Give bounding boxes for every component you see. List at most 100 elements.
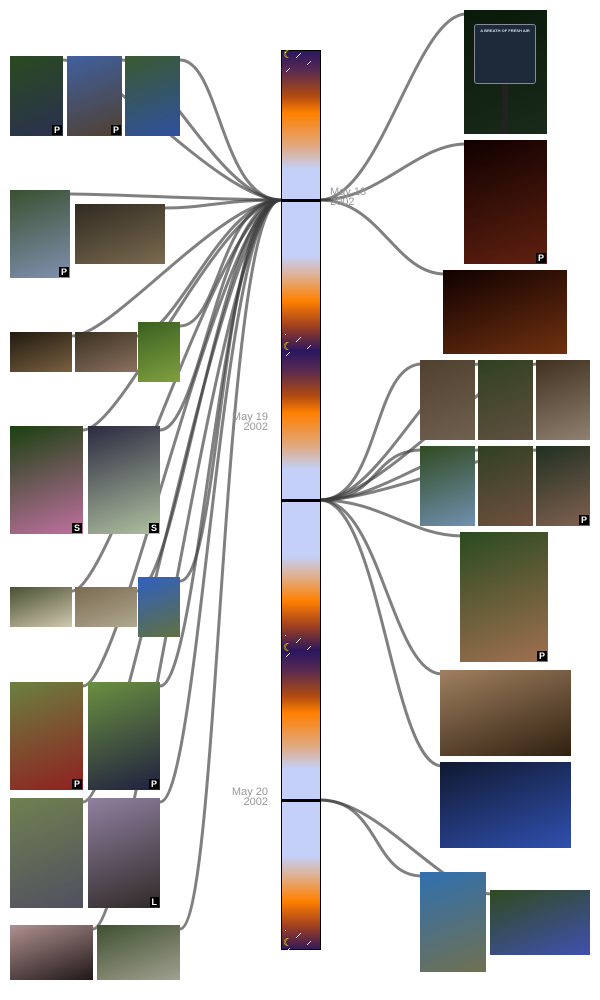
- connection-curve: [319, 498, 443, 676]
- photo-type-badge: P: [110, 125, 121, 135]
- star-icon: [289, 68, 290, 69]
- year-text: 2002: [330, 196, 355, 208]
- star-icon: [308, 347, 309, 348]
- timeline-hub-may-19[interactable]: [281, 499, 321, 502]
- crescent-moon-icon: ☾: [283, 642, 293, 654]
- star-icon: [287, 70, 288, 71]
- star-icon: [300, 638, 301, 639]
- sign-post: [502, 84, 508, 134]
- star-icon: [300, 933, 301, 934]
- photo-type-badge: P: [58, 267, 69, 277]
- star-icon: [285, 52, 286, 53]
- date-label-may-19: May 19 2002: [222, 411, 268, 433]
- star-icon: [297, 56, 298, 57]
- photo-thumbnail[interactable]: S: [10, 426, 83, 534]
- star-icon: [287, 354, 288, 355]
- date-label-may-20: May 20 2002: [222, 787, 268, 808]
- star-icon: [298, 339, 299, 340]
- crescent-moon-icon: ☾: [283, 937, 293, 949]
- photo-thumbnail[interactable]: [138, 577, 180, 637]
- connection-curve: [69, 192, 282, 202]
- date-text: May 18: [330, 186, 367, 198]
- date-text: May 19: [231, 411, 268, 423]
- photo-thumbnail[interactable]: [443, 270, 567, 354]
- timeline-hub-may-18[interactable]: [281, 199, 321, 202]
- year-text: 2002: [243, 796, 268, 808]
- photo-thumbnail[interactable]: [75, 587, 137, 627]
- photo-thumbnail[interactable]: P: [67, 56, 122, 136]
- photo-thumbnail[interactable]: [138, 322, 180, 382]
- star-icon: [299, 639, 300, 640]
- photo-thumbnail[interactable]: [478, 360, 533, 440]
- star-icon: [297, 340, 298, 341]
- star-icon: [286, 71, 287, 72]
- star-icon: [296, 341, 297, 342]
- sign-title: A BREATH OF FRESH AIR: [480, 28, 530, 33]
- star-icon: [307, 64, 308, 65]
- photo-thumbnail[interactable]: [97, 925, 180, 980]
- star-icon: [288, 69, 289, 70]
- photo-thumbnail[interactable]: P: [460, 532, 548, 662]
- timeline-hub-may-20[interactable]: [281, 799, 321, 802]
- date-label-may-18: May 18 2002: [330, 186, 367, 208]
- star-icon: [297, 641, 298, 642]
- photo-thumbnail[interactable]: [75, 204, 165, 264]
- star-icon: [298, 935, 299, 936]
- photo-thumbnail[interactable]: [420, 872, 486, 972]
- star-icon: [285, 930, 286, 931]
- photo-thumbnail[interactable]: [420, 360, 475, 440]
- photo-thumbnail[interactable]: [10, 798, 83, 908]
- star-icon: [307, 944, 308, 945]
- star-icon: [286, 951, 287, 952]
- photo-thumbnail[interactable]: [10, 587, 72, 627]
- photo-thumbnail[interactable]: A BREATH OF FRESH AIR: [464, 10, 547, 134]
- photo-type-badge: P: [578, 515, 589, 525]
- star-icon: [300, 53, 301, 54]
- star-icon: [285, 635, 286, 636]
- star-icon: [309, 62, 310, 63]
- photo-type-badge: S: [71, 523, 82, 533]
- star-icon: [289, 653, 290, 654]
- photo-thumbnail[interactable]: P: [10, 56, 63, 136]
- photo-type-badge: P: [535, 253, 546, 263]
- photo-thumbnail[interactable]: P: [464, 140, 547, 264]
- photo-thumbnail[interactable]: L: [88, 798, 160, 908]
- star-icon: [287, 655, 288, 656]
- photo-thumbnail[interactable]: [420, 446, 475, 526]
- star-icon: [296, 642, 297, 643]
- photo-thumbnail[interactable]: [536, 360, 590, 440]
- photo-type-badge: P: [51, 125, 62, 135]
- photo-thumbnail[interactable]: [440, 670, 571, 756]
- photo-thumbnail[interactable]: P: [536, 446, 590, 526]
- photo-thumbnail[interactable]: S: [88, 426, 160, 534]
- photo-thumbnail[interactable]: [125, 56, 180, 136]
- star-icon: [307, 649, 308, 650]
- star-icon: [285, 334, 286, 335]
- star-icon: [298, 640, 299, 641]
- photo-thumbnail[interactable]: [75, 332, 137, 372]
- star-icon: [296, 937, 297, 938]
- crescent-moon-icon: ☾: [283, 341, 293, 353]
- connection-curve: [82, 198, 282, 432]
- star-icon: [288, 949, 289, 950]
- photo-thumbnail[interactable]: [440, 762, 571, 848]
- star-icon: [309, 346, 310, 347]
- photo-thumbnail[interactable]: P: [10, 190, 70, 278]
- photo-thumbnail[interactable]: [478, 446, 533, 526]
- star-icon: [308, 943, 309, 944]
- star-icon: [310, 61, 311, 62]
- photo-thumbnail[interactable]: P: [88, 682, 160, 790]
- photo-thumbnail[interactable]: [10, 925, 93, 980]
- crescent-moon-icon: ☾: [283, 49, 293, 61]
- connection-curve: [179, 58, 282, 202]
- connection-curve: [179, 198, 282, 931]
- star-icon: [309, 942, 310, 943]
- photo-thumbnail[interactable]: P: [10, 682, 83, 790]
- photo-type-badge: L: [149, 897, 159, 907]
- connection-curve: [319, 498, 463, 538]
- star-icon: [286, 656, 287, 657]
- sign-board: A BREATH OF FRESH AIR: [474, 24, 536, 84]
- photo-thumbnail[interactable]: [490, 890, 590, 955]
- star-icon: [288, 353, 289, 354]
- photo-thumbnail[interactable]: [10, 332, 72, 372]
